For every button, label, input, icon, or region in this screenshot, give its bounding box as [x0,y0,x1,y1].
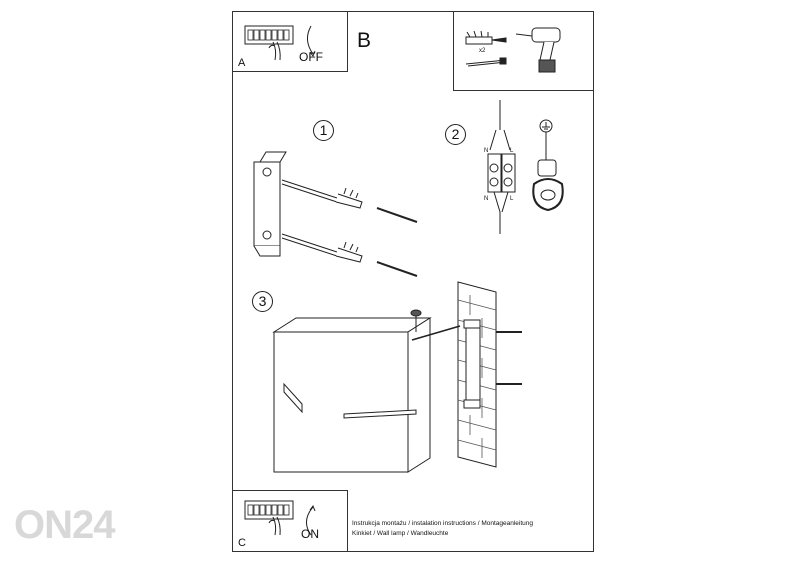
panel-a-power-off: OFF A [232,11,348,72]
step-1-number: 1 [313,120,334,141]
step-2-wiring [487,100,564,234]
wall-icon [457,281,522,468]
on-label: ON [301,527,319,541]
wall-plug-icon [465,30,507,45]
panel-a-letter: A [238,57,246,69]
screw-upper-icon [281,179,418,223]
screw-lower-icon [281,233,418,277]
step-2-number: 2 [445,124,466,145]
fixing-screw-icon [410,309,461,341]
step-3-number: 3 [252,291,273,312]
fuse-box-switch-on-icon [244,500,316,536]
on24-watermark: ON24 [14,503,115,547]
caption-instructions: Instrukcja montażu / instalation instruc… [352,520,534,527]
quantity-label: x2 [479,48,486,54]
wire-l-top: L [510,148,514,154]
tools-illustration [465,27,561,73]
wire-n-top: N [484,148,489,154]
drill-icon [515,27,561,73]
tools-panel: x2 [453,11,594,91]
step-3-lamp-fixing [272,281,522,473]
panel-c-power-on: ON C [232,490,348,552]
screw-icon [465,57,507,67]
cube-lamp-icon [272,317,432,473]
panel-c-letter: C [238,537,246,549]
off-label: OFF [299,50,323,64]
fuse-box-switch-off-icon [244,25,316,61]
ground-terminal-icon [532,119,564,212]
wire-l-bottom: L [510,196,514,202]
step-1-bracket-mounting [253,151,418,277]
caption-product: Kinkiet / Wall lamp / Wandleuchte [352,530,449,537]
panel-b-letter: B [357,29,372,52]
wire-n-bottom: N [484,196,489,202]
